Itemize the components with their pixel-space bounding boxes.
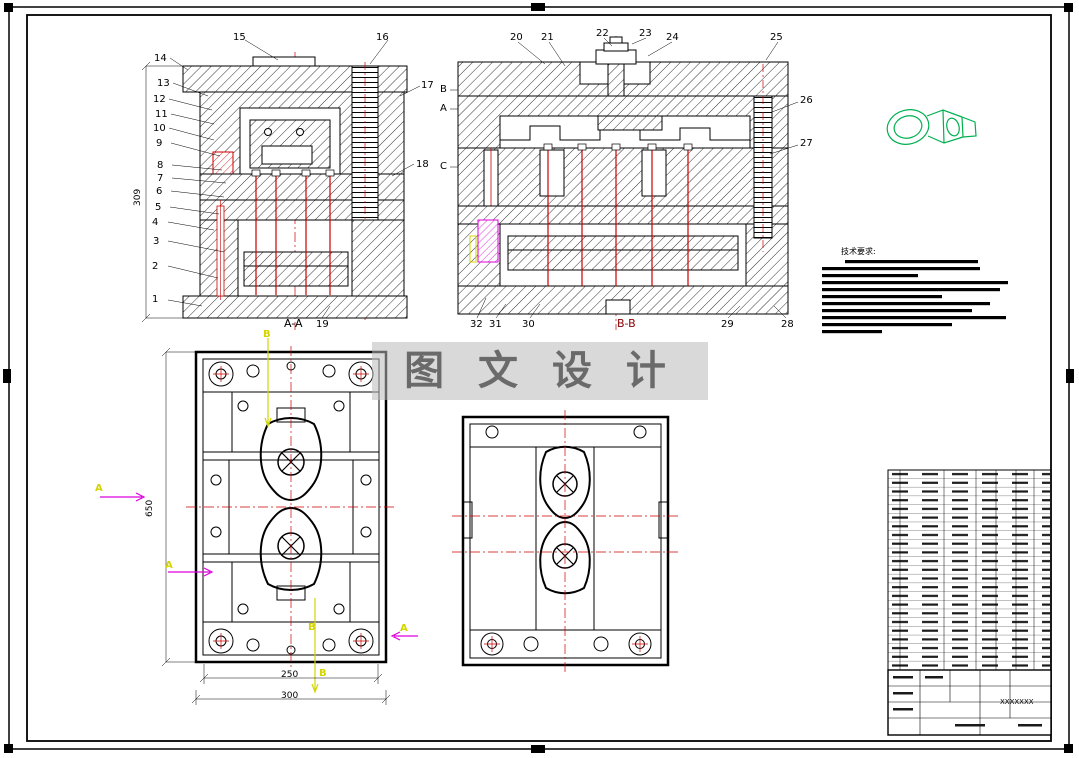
drawing-label: A [400,623,408,634]
drawing-label: 12 [153,94,166,105]
drawing-label: 23 [639,28,652,39]
title-block [887,669,1052,736]
drawing-label: C [440,161,447,172]
drawing-label: A [165,560,173,571]
sheet-frame [3,3,1074,753]
drawing-label: A [440,103,447,114]
drawing-label: 9 [156,138,163,149]
drawing-label: 24 [666,32,679,43]
drawing-label: 17 [421,80,434,91]
drawing-label: A-A [284,317,303,330]
drawing-label: 32 [470,319,483,330]
drawing-label: 18 [416,159,429,170]
drawing-label: 25 [770,32,783,43]
drawing-label: 8 [157,160,164,171]
dim-309 [141,61,184,323]
drawing-label: 21 [541,32,554,43]
plan-view-core-half [100,338,418,705]
leader-lines-left [167,39,421,319]
drawing-label: 309 [133,188,143,206]
drawing-label: 16 [376,32,389,43]
drawing-label: 27 [800,138,813,149]
drawing-label: B [440,84,447,95]
drawing-label: 30 [522,319,535,330]
drawing-label: 3 [153,236,160,247]
drawing-label: 20 [510,32,523,43]
drawing-label: 13 [157,78,170,89]
drawing-label: 15 [233,32,246,43]
dim-650-250-300 [161,347,391,705]
drawing-label: 14 [154,53,167,64]
drawing-label: 28 [781,319,794,330]
drawing-label: 7 [157,173,164,184]
drawing-label: 技术要求: [841,247,876,256]
drawing-label: 6 [156,186,163,197]
drawing-label: 31 [489,319,502,330]
watermark: 图 文 设 计 [372,342,708,400]
section-line-a [100,492,418,641]
drawing-label: 10 [153,123,166,134]
drawing-label: B [308,622,316,633]
drawing-label: B [263,329,271,340]
drawing-label: 650 [145,499,155,517]
drawing-label: 300 [281,691,299,701]
drawing-label: B-B [617,317,636,330]
part-3d-sketch [886,109,977,145]
drawing-label: B [319,668,327,679]
drawing-label: 1 [152,294,159,305]
drawing-label: 5 [155,202,162,213]
drawing-label: A [95,483,103,494]
drawing-label: 29 [721,319,734,330]
section-view-a-a [141,39,421,330]
drawing-label: 19 [316,319,329,330]
drawing-label: 11 [155,109,168,120]
drawing-label: 22 [596,28,609,39]
drawing-label: 250 [281,670,299,680]
bom-table [887,469,1052,736]
section-line-b [264,338,319,694]
drawing-label: 26 [800,95,813,106]
section-view-b-b [450,36,799,330]
tech-notes-block [822,260,1008,334]
leader-lines-right [450,37,799,319]
drawing-label: XXXXXXX [1000,698,1034,706]
drawing-label: 2 [152,261,159,272]
plan-view-cavity-half [452,410,680,672]
drawing-label: 4 [152,217,159,228]
